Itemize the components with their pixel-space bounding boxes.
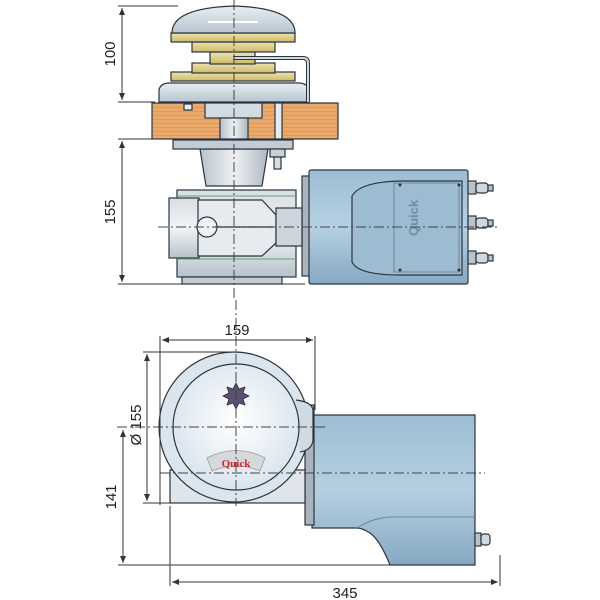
gearbox: [168, 189, 303, 285]
dimension-100: 100: [102, 5, 178, 103]
motor-cover: [351, 180, 463, 276]
cover-logo: Quick: [406, 199, 421, 236]
dimension-159: 159: [159, 322, 316, 505]
svg-text:159: 159: [224, 322, 249, 339]
dimension-345: 345: [169, 506, 501, 600]
svg-text:155: 155: [102, 199, 119, 224]
cable-gland-icon: [474, 532, 491, 547]
motor-body: [304, 404, 476, 566]
dimension-141: 141: [103, 430, 390, 566]
side-view: Quick: [102, 0, 500, 300]
chain-stripper: [233, 57, 309, 102]
cable-gland-icon: [467, 250, 494, 265]
svg-text:345: 345: [332, 585, 357, 600]
dimension-diameter-155: Ø 155: [128, 351, 234, 504]
svg-text:Ø 155: Ø 155: [128, 405, 145, 446]
dimension-155-height: 155: [102, 138, 305, 285]
cable-glands: [467, 180, 494, 265]
cable-gland-icon: [467, 215, 494, 230]
front-view: Quick 159 Ø 155 141: [103, 300, 501, 600]
mounting-flange: [172, 139, 294, 150]
svg-text:141: 141: [103, 484, 120, 509]
stud-bolt: [269, 148, 286, 170]
svg-text:100: 100: [102, 41, 119, 66]
cable-gland-icon: [467, 180, 494, 195]
